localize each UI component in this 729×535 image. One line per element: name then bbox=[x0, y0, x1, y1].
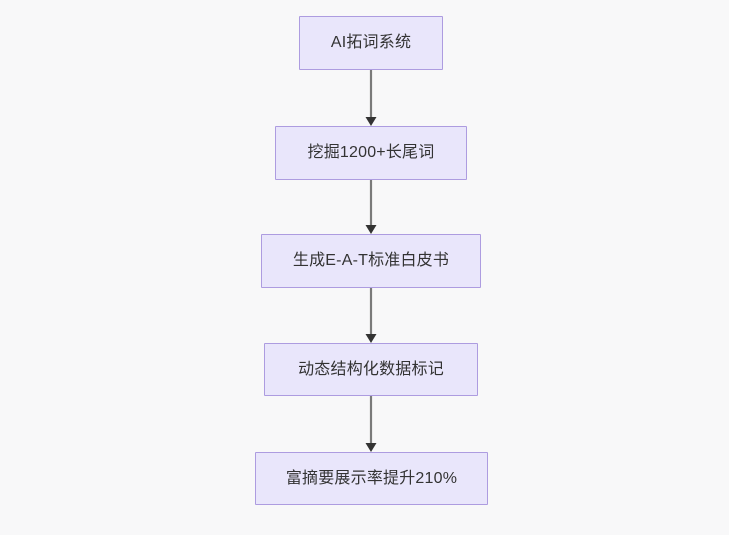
flow-node-label: 富摘要展示率提升210% bbox=[285, 469, 458, 487]
connector-node2-to-node3 bbox=[365, 180, 377, 234]
flow-node-mine-longtail-keywords[interactable]: 挖掘1200+长尾词 bbox=[275, 126, 467, 180]
flow-node-label: 生成E-A-T标准白皮书 bbox=[292, 252, 450, 270]
connector-node4-to-node5 bbox=[365, 396, 377, 452]
flow-node-label: 挖掘1200+长尾词 bbox=[307, 144, 435, 162]
connector-node1-to-node2 bbox=[365, 70, 377, 126]
flow-node-label: AI拓词系统 bbox=[330, 34, 412, 52]
flow-node-ai-keyword-system[interactable]: AI拓词系统 bbox=[299, 16, 443, 70]
flow-node-generate-eat-whitepaper[interactable]: 生成E-A-T标准白皮书 bbox=[261, 234, 481, 288]
flow-node-label: 动态结构化数据标记 bbox=[298, 360, 444, 378]
connector-node3-to-node4 bbox=[365, 288, 377, 343]
flow-node-rich-snippet-impression-lift[interactable]: 富摘要展示率提升210% bbox=[255, 452, 488, 505]
flow-node-dynamic-structured-data-markup[interactable]: 动态结构化数据标记 bbox=[264, 343, 478, 396]
